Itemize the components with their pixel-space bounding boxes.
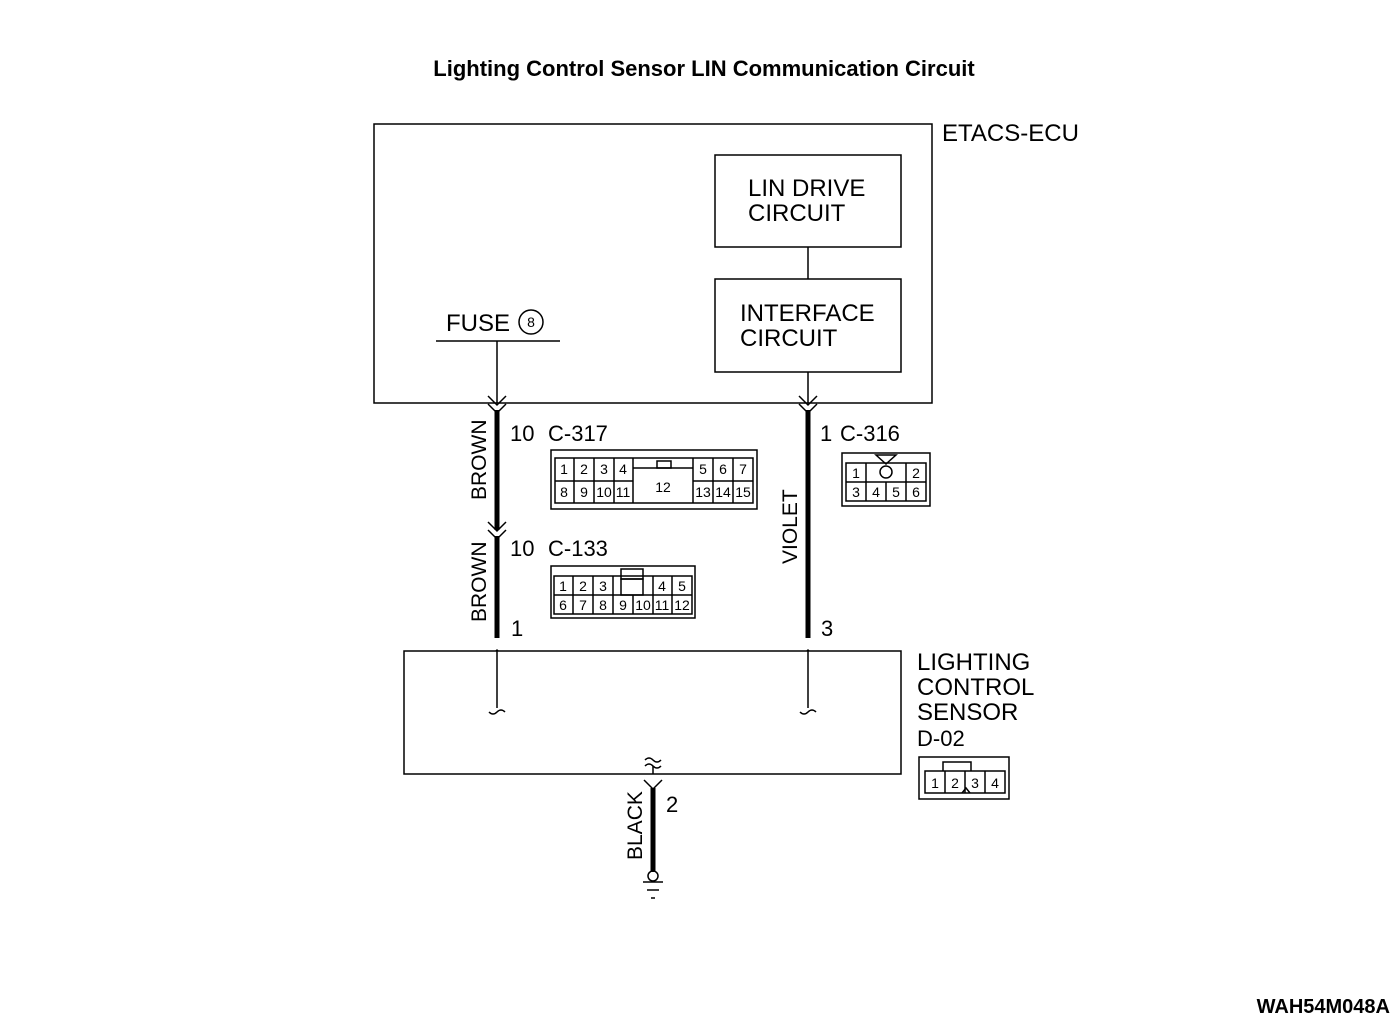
c317-connector-face: 1 2 3 4 5 6 7 12 8 9 10 11 13 14 15 xyxy=(550,449,758,510)
c316-cell: 3 xyxy=(852,484,860,500)
fuse-number: 8 xyxy=(527,314,535,330)
c317-cell: 12 xyxy=(655,479,671,495)
figure-code: WAH54M048A xyxy=(1257,996,1390,1018)
c133-cell: 10 xyxy=(635,597,651,613)
c316-cell: 2 xyxy=(912,465,920,481)
c317-cell: 3 xyxy=(600,461,608,477)
d02-connector-face: 1 2 3 4 xyxy=(918,756,1010,800)
c133-cell: 12 xyxy=(674,597,690,613)
black-wire-label: BLACK xyxy=(624,791,647,860)
c317-cell: 7 xyxy=(739,461,747,477)
c316-cell: 4 xyxy=(872,484,880,500)
sensor-left-wire-end xyxy=(488,709,506,715)
c133-cell: 2 xyxy=(579,578,587,594)
c133-cell: 8 xyxy=(599,597,607,613)
lin-drive-label-line2: CIRCUIT xyxy=(748,200,846,227)
fuse-label: FUSE xyxy=(446,310,510,337)
lin-drive-circuit-box xyxy=(714,154,902,248)
etacs-ecu-label: ETACS-ECU xyxy=(942,120,1079,147)
c133-name: C-133 xyxy=(548,536,608,561)
c317-cell: 2 xyxy=(580,461,588,477)
c317-cell: 13 xyxy=(695,484,711,500)
c317-cell: 9 xyxy=(580,484,588,500)
lighting-control-sensor-box xyxy=(403,650,902,775)
brown-wire-lower-label: BROWN xyxy=(468,542,491,623)
brown-wire-upper-label: BROWN xyxy=(468,420,491,501)
c317-cell: 14 xyxy=(715,484,731,500)
c317-cell: 11 xyxy=(616,484,631,500)
c317-cell: 5 xyxy=(699,461,707,477)
d02-name: D-02 xyxy=(917,726,965,751)
c316-name: C-316 xyxy=(840,421,900,446)
c317-cell: 4 xyxy=(619,461,627,477)
sensor-pin2-mark xyxy=(643,779,663,791)
c133-cell: 7 xyxy=(579,597,587,613)
sensor-label-line1: LIGHTING xyxy=(917,649,1030,676)
violet-wire-label: VIOLET xyxy=(779,489,802,564)
d02-cell: 2 xyxy=(951,775,959,791)
sensor-label-line2: CONTROL xyxy=(917,674,1034,701)
d02-cell: 1 xyxy=(931,775,939,791)
c317-pin-label: 10 xyxy=(510,421,534,446)
c133-pin-label: 10 xyxy=(510,536,534,561)
lin-drive-label-line1: LIN DRIVE xyxy=(748,175,865,202)
c133-cell: 5 xyxy=(678,578,686,594)
c317-cell: 8 xyxy=(560,484,568,500)
c133-cell: 9 xyxy=(619,597,627,613)
c317-cell: 6 xyxy=(719,461,727,477)
c133-cell: 3 xyxy=(599,578,607,594)
d02-cell: 4 xyxy=(991,775,999,791)
sensor-pin-left-label: 1 xyxy=(511,616,523,641)
d02-cell: 3 xyxy=(971,775,979,791)
sensor-label-line3: SENSOR xyxy=(917,699,1018,726)
c317-cell: 15 xyxy=(735,484,751,500)
c133-connector-face: 1 2 3 4 5 6 7 8 9 10 11 12 xyxy=(550,565,696,619)
c316-pin-label: 1 xyxy=(820,421,832,446)
c133-cell: 4 xyxy=(658,578,666,594)
fuse-number-circle xyxy=(518,309,544,335)
c316-connector-face: 1 2 3 4 5 6 xyxy=(841,452,931,507)
ground-wire-start xyxy=(644,757,662,763)
c316-cell: 6 xyxy=(912,484,920,500)
diagram-title: Lighting Control Sensor LIN Communicatio… xyxy=(433,56,975,81)
c317-cell: 1 xyxy=(560,461,568,477)
c317-name: C-317 xyxy=(548,421,608,446)
interface-label-line2: CIRCUIT xyxy=(740,325,838,352)
interface-label-line1: INTERFACE xyxy=(740,300,875,327)
c316-cell: 1 xyxy=(852,465,860,481)
sensor-pin-right-label: 3 xyxy=(821,616,833,641)
ground-terminal xyxy=(647,870,659,882)
c317-cell: 10 xyxy=(596,484,612,500)
c316-cell: 5 xyxy=(892,484,900,500)
sensor-right-wire-end xyxy=(799,709,817,715)
c133-cell: 1 xyxy=(559,578,567,594)
sensor-pin-ground-label: 2 xyxy=(666,792,678,817)
c133-cell: 11 xyxy=(655,597,670,613)
c133-cell: 6 xyxy=(559,597,567,613)
